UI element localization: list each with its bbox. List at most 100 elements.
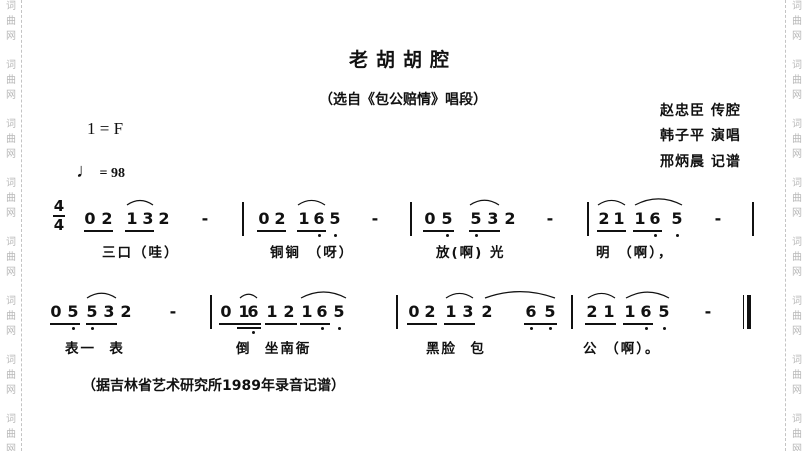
low-octave-dot bbox=[337, 327, 341, 330]
duration-underline bbox=[469, 230, 500, 232]
slur bbox=[587, 292, 616, 299]
low-octave-dot bbox=[548, 327, 552, 330]
barline bbox=[571, 295, 573, 329]
note: 1 bbox=[266, 302, 278, 321]
source-footnote: （据吉林省艺术研究所1989年录音记谱） bbox=[82, 378, 345, 394]
watermark-char: 曲 bbox=[792, 311, 802, 322]
watermark-char: 词 bbox=[6, 60, 16, 71]
duration-underline bbox=[423, 230, 454, 232]
duration-underline bbox=[407, 323, 437, 325]
slur bbox=[86, 292, 117, 299]
margin-divider-right bbox=[785, 0, 786, 451]
watermark-char: 曲 bbox=[6, 252, 16, 263]
note: 5 bbox=[67, 302, 79, 321]
note: 2 bbox=[101, 209, 113, 228]
score-subtitle: （选自《包公赔情》唱段） bbox=[319, 92, 487, 108]
note: 0 bbox=[424, 209, 436, 228]
watermark-char: 曲 bbox=[792, 193, 802, 204]
low-octave-dot bbox=[675, 234, 679, 237]
watermark-char: 曲 bbox=[6, 311, 16, 322]
note: 5 bbox=[86, 302, 98, 321]
dash-rest: - bbox=[371, 209, 379, 228]
final-barline bbox=[747, 295, 751, 329]
note: 2 bbox=[120, 302, 132, 321]
lyric: 三口（哇） bbox=[102, 245, 180, 261]
low-octave-dot bbox=[653, 234, 657, 237]
note: 1 bbox=[238, 302, 250, 321]
low-octave-dot bbox=[662, 327, 666, 330]
barline bbox=[210, 295, 212, 329]
watermark-char: 网 bbox=[6, 208, 16, 219]
note: 6 bbox=[316, 302, 328, 321]
watermark-char: 曲 bbox=[6, 75, 16, 86]
note: 5 bbox=[441, 209, 453, 228]
watermark-char: 词 bbox=[792, 119, 802, 130]
watermark-char: 曲 bbox=[6, 370, 16, 381]
lyric: 倒 坐南衙 bbox=[236, 341, 312, 357]
note: 6 bbox=[649, 209, 661, 228]
note: 3 bbox=[462, 302, 474, 321]
slur bbox=[469, 199, 500, 206]
duration-underline bbox=[524, 323, 557, 325]
low-octave-dot bbox=[474, 234, 478, 237]
time-signature-bottom: 4 bbox=[53, 216, 65, 234]
watermark-char: 网 bbox=[792, 31, 802, 42]
note: 2 bbox=[424, 302, 436, 321]
note: 3 bbox=[142, 209, 154, 228]
watermark-char: 曲 bbox=[792, 16, 802, 27]
credit-transcriber: 邢炳晨 记谱 bbox=[660, 154, 741, 170]
watermark-char: 网 bbox=[6, 90, 16, 101]
duration-underline bbox=[585, 323, 616, 325]
low-octave-dot bbox=[333, 234, 337, 237]
dash-rest: - bbox=[714, 209, 722, 228]
slur bbox=[625, 291, 670, 299]
dash-rest: - bbox=[546, 209, 554, 228]
lyric: 放(啊) 光 bbox=[436, 245, 506, 261]
note: 1 bbox=[301, 302, 313, 321]
duration-underline bbox=[623, 323, 653, 325]
note: 5 bbox=[329, 209, 341, 228]
low-octave-dot bbox=[445, 234, 449, 237]
lyric: 公 （啊）。 bbox=[583, 341, 661, 357]
duration-underline bbox=[297, 230, 326, 232]
note: 1 bbox=[634, 209, 646, 228]
dash-rest: - bbox=[201, 209, 209, 228]
time-signature: 4 4 bbox=[52, 198, 66, 234]
note: 1 bbox=[613, 209, 625, 228]
note: 2 bbox=[283, 302, 295, 321]
watermark-char: 曲 bbox=[792, 75, 802, 86]
note: 3 bbox=[487, 209, 499, 228]
barline bbox=[587, 202, 589, 236]
duration-underline bbox=[125, 230, 154, 232]
barline bbox=[242, 202, 244, 236]
watermark-char: 词 bbox=[792, 237, 802, 248]
slur bbox=[239, 293, 258, 299]
watermark-char: 词 bbox=[6, 237, 16, 248]
duration-underline bbox=[84, 230, 113, 232]
watermark-char: 网 bbox=[792, 149, 802, 160]
lyric: 明 （啊）， bbox=[596, 245, 674, 261]
note: 5 bbox=[658, 302, 670, 321]
note: 2 bbox=[586, 302, 598, 321]
quarter-note-icon: ♩ bbox=[76, 160, 96, 182]
duration-underline bbox=[257, 230, 286, 232]
slur bbox=[126, 199, 154, 206]
watermark-char: 词 bbox=[6, 119, 16, 130]
note: 3 bbox=[103, 302, 115, 321]
note: 1 bbox=[445, 302, 457, 321]
watermark-char: 曲 bbox=[6, 134, 16, 145]
barline bbox=[752, 202, 754, 236]
watermark-char: 网 bbox=[792, 326, 802, 337]
watermark-right: 词曲网词曲网词曲网词曲网词曲网词曲网词曲网词曲网 bbox=[788, 0, 806, 451]
watermark-char: 词 bbox=[6, 355, 16, 366]
note: 6 bbox=[247, 302, 259, 321]
watermark-char: 曲 bbox=[6, 16, 16, 27]
watermark-char: 网 bbox=[6, 149, 16, 160]
lyric: 表一 表 bbox=[65, 341, 125, 357]
note: 0 bbox=[84, 209, 96, 228]
watermark-char: 网 bbox=[6, 444, 16, 451]
low-octave-dot bbox=[71, 327, 75, 330]
watermark-char: 词 bbox=[792, 60, 802, 71]
lyric: 铜锏 （呀） bbox=[270, 245, 355, 261]
